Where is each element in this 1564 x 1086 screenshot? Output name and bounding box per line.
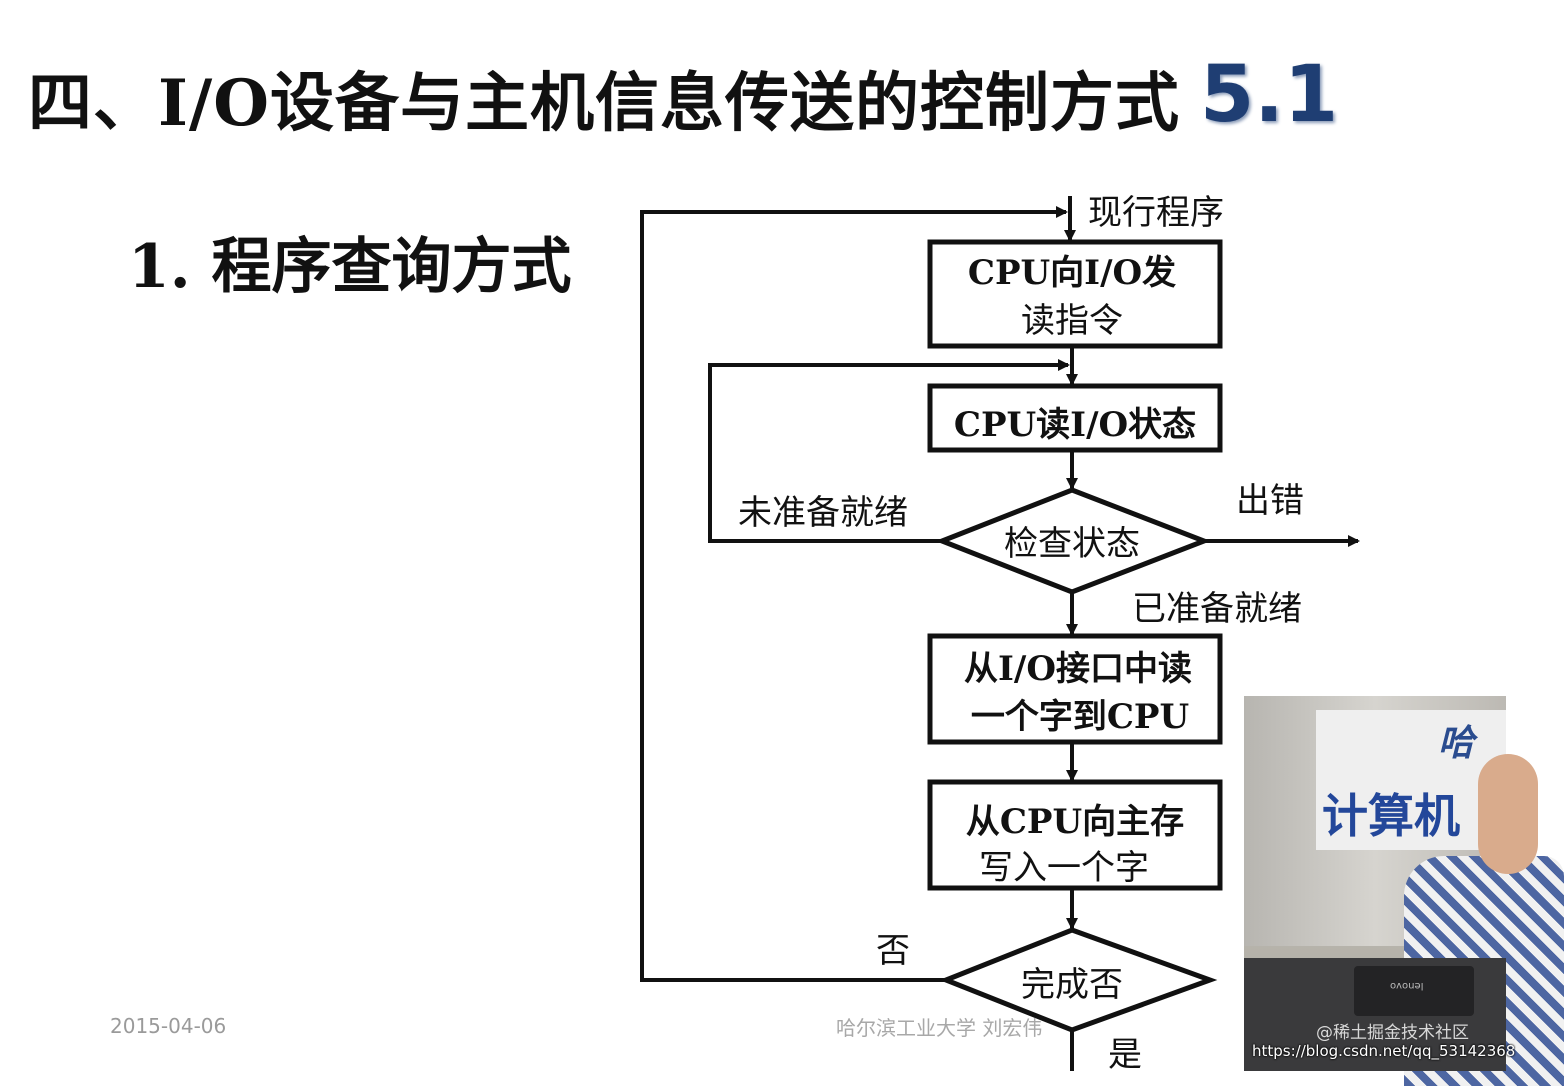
flow-line-loop-not-ready bbox=[708, 359, 1070, 543]
box1-line1: CPU向I/O发 bbox=[968, 253, 1176, 293]
section-number: 5.1 bbox=[1200, 50, 1339, 140]
footer-author: 哈尔滨工业大学 刘宏伟 bbox=[836, 1016, 1043, 1040]
flow-line-loop-no bbox=[640, 206, 1068, 982]
box-read-word bbox=[927, 633, 1223, 745]
box-send-read-command bbox=[927, 239, 1223, 349]
diamond1-text: 检查状态 bbox=[1004, 524, 1140, 564]
diamond2-text: 完成否 bbox=[1021, 965, 1123, 1005]
video-laptop bbox=[1354, 966, 1474, 1016]
video-laptop-logo: lenovo bbox=[1390, 980, 1424, 991]
label-no: 否 bbox=[876, 931, 910, 971]
box3-line1: 从I/O接口中读 bbox=[964, 649, 1192, 689]
slide-subtitle: 1. 程序查询方式 bbox=[128, 232, 572, 302]
watermark-juejin: @稀土掘金技术社区 bbox=[1316, 1023, 1469, 1043]
box-read-status bbox=[927, 383, 1223, 453]
box4-line1: 从CPU向主存 bbox=[966, 802, 1184, 842]
lecturer-video: 哈 计算机 lenovo bbox=[1244, 696, 1564, 1086]
box4-line2: 写入一个字 bbox=[979, 848, 1149, 888]
label-not-ready: 未准备就绪 bbox=[738, 493, 908, 533]
footer-date: 2015-04-06 bbox=[110, 1014, 227, 1038]
label-ready: 已准备就绪 bbox=[1132, 589, 1302, 629]
label-error: 出错 bbox=[1236, 481, 1304, 521]
box-write-word bbox=[927, 779, 1223, 891]
video-banner bbox=[1316, 710, 1506, 850]
video-banner-text2: 计算机 bbox=[1322, 789, 1460, 843]
slide-title: 四、I/O设备与主机信息传送的控制方式 bbox=[28, 66, 1181, 141]
box2-text: CPU读I/O状态 bbox=[954, 405, 1196, 445]
label-yes: 是 bbox=[1108, 1035, 1142, 1075]
video-banner-text1: 哈 bbox=[1438, 722, 1475, 764]
box3-line2: 一个字到CPU bbox=[971, 697, 1189, 737]
box1-line2: 读指令 bbox=[1021, 301, 1123, 341]
watermark-url: https://blog.csdn.net/qq_53142368 bbox=[1252, 1042, 1516, 1060]
label-current-program: 现行程序 bbox=[1088, 193, 1224, 233]
video-person-head bbox=[1478, 754, 1538, 874]
flowchart: 现行程序 CPU向I/O发 读指令 CPU读I/O状态 检查状态 未准备就绪 出… bbox=[640, 193, 1360, 1075]
